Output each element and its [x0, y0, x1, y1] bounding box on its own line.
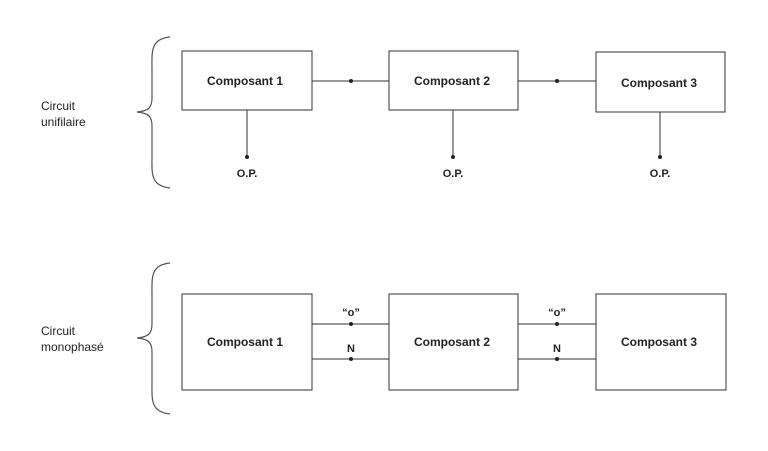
monophase-component-box-1 — [181, 293, 313, 391]
monophase-component-label-1: Composant 1 — [207, 335, 283, 349]
monophase-neutral-label-1: N — [347, 343, 355, 355]
monophase-label-line1: Circuit — [41, 324, 76, 338]
monophase-phase-label-1: “o” — [342, 307, 360, 319]
unifilaire-component-box-2 — [388, 50, 519, 111]
monophase-neutral-junction-1 — [349, 357, 353, 361]
monophase-neutral-label-2: N — [553, 343, 561, 355]
unifilaire-output-dot-2 — [451, 155, 455, 159]
monophase-phase-junction-1 — [349, 322, 353, 326]
unifilaire-brace — [136, 36, 171, 189]
unifilaire-output-dot-1 — [245, 155, 249, 159]
unifilaire-component-label-3: Composant 3 — [621, 76, 697, 90]
unifilaire-label-line2: unifilaire — [41, 115, 86, 129]
unifilaire-component-label-2: Composant 2 — [414, 74, 490, 88]
unifilaire-output-label-2: O.P. — [443, 168, 464, 180]
monophase-label-line2: monophasé — [41, 340, 104, 354]
unifilaire-output-dot-3 — [658, 155, 662, 159]
unifilaire-output-label-3: O.P. — [650, 168, 671, 180]
monophase-component-label-3: Composant 3 — [621, 335, 697, 349]
unifilaire-component-box-1 — [181, 50, 313, 111]
monophase-neutral-junction-2 — [555, 357, 559, 361]
unifilaire-component-box-3 — [595, 51, 726, 113]
unifilaire-output-label-1: O.P. — [237, 168, 258, 180]
unifilaire-junction-2 — [555, 79, 559, 83]
monophase-phase-label-2: “o” — [548, 307, 566, 319]
monophase-component-box-3 — [595, 293, 727, 391]
monophase-brace — [136, 262, 171, 415]
monophase-component-label-2: Composant 2 — [414, 335, 490, 349]
unifilaire-junction-1 — [349, 79, 353, 83]
unifilaire-label-line1: Circuit — [41, 99, 76, 113]
monophase-phase-junction-2 — [555, 322, 559, 326]
unifilaire-component-label-1: Composant 1 — [207, 74, 283, 88]
monophase-component-box-2 — [388, 293, 519, 391]
